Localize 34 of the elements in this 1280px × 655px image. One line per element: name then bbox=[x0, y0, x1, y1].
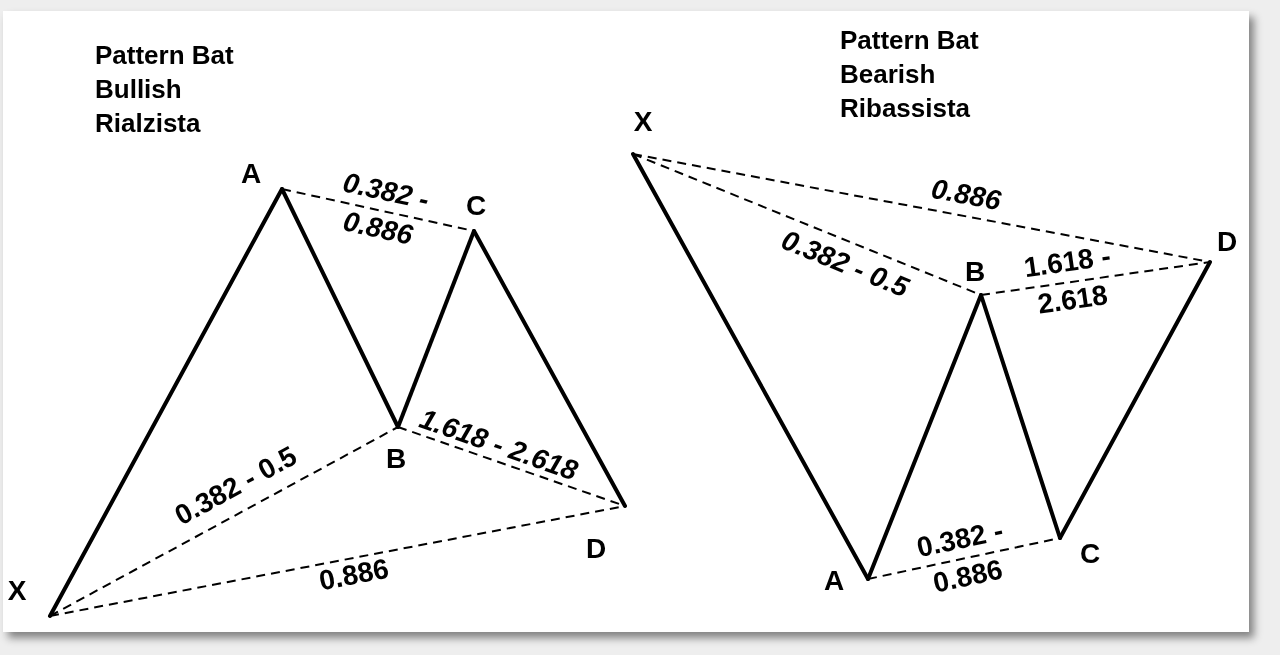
point-label: A bbox=[823, 569, 868, 593]
point-label: C bbox=[1060, 538, 1101, 566]
point-label: X bbox=[6, 579, 50, 616]
price-swing-line bbox=[866, 293, 983, 581]
ratio-label: 1.618 - 2.618 bbox=[1021, 239, 1114, 322]
dashed-ratio-line bbox=[281, 188, 475, 232]
price-swing-line bbox=[979, 293, 1062, 540]
ratio-label: 0.382 - 0.886 bbox=[913, 513, 1007, 601]
point-label: X bbox=[632, 110, 654, 154]
ratio-label: 1.618 - 2.618 bbox=[415, 403, 581, 487]
dashed-ratio-line bbox=[867, 537, 1061, 580]
price-swing-line bbox=[48, 187, 284, 618]
ratio-label: 0.886 bbox=[316, 553, 392, 597]
price-swing-line bbox=[396, 229, 476, 429]
pattern-title: Pattern Bat Bullish Rialzista bbox=[95, 39, 235, 140]
ratio-label: 0.382 - 0.5 bbox=[777, 224, 913, 304]
dashed-ratio-line bbox=[632, 153, 1211, 263]
ratio-label: 0.886 bbox=[928, 173, 1004, 217]
price-swing-line bbox=[631, 152, 870, 581]
ratio-label: 0.382 - 0.886 bbox=[339, 165, 433, 253]
point-label: D bbox=[585, 506, 625, 561]
point-label: B bbox=[385, 427, 407, 471]
point-label: C bbox=[465, 194, 487, 231]
dashed-ratio-line bbox=[49, 426, 399, 617]
dashed-ratio-line bbox=[397, 426, 626, 507]
dashed-ratio-line bbox=[980, 261, 1211, 296]
ratio-label: 0.382 - 0.5 bbox=[169, 440, 302, 532]
price-swing-line bbox=[280, 187, 400, 429]
point-label: B bbox=[964, 260, 986, 295]
pattern-title: Pattern Bat Bearish Ribassista bbox=[840, 24, 980, 125]
point-label: D bbox=[1210, 230, 1238, 262]
price-swing-line bbox=[472, 229, 627, 508]
price-swing-line bbox=[1058, 260, 1212, 540]
point-label: A bbox=[240, 162, 282, 189]
